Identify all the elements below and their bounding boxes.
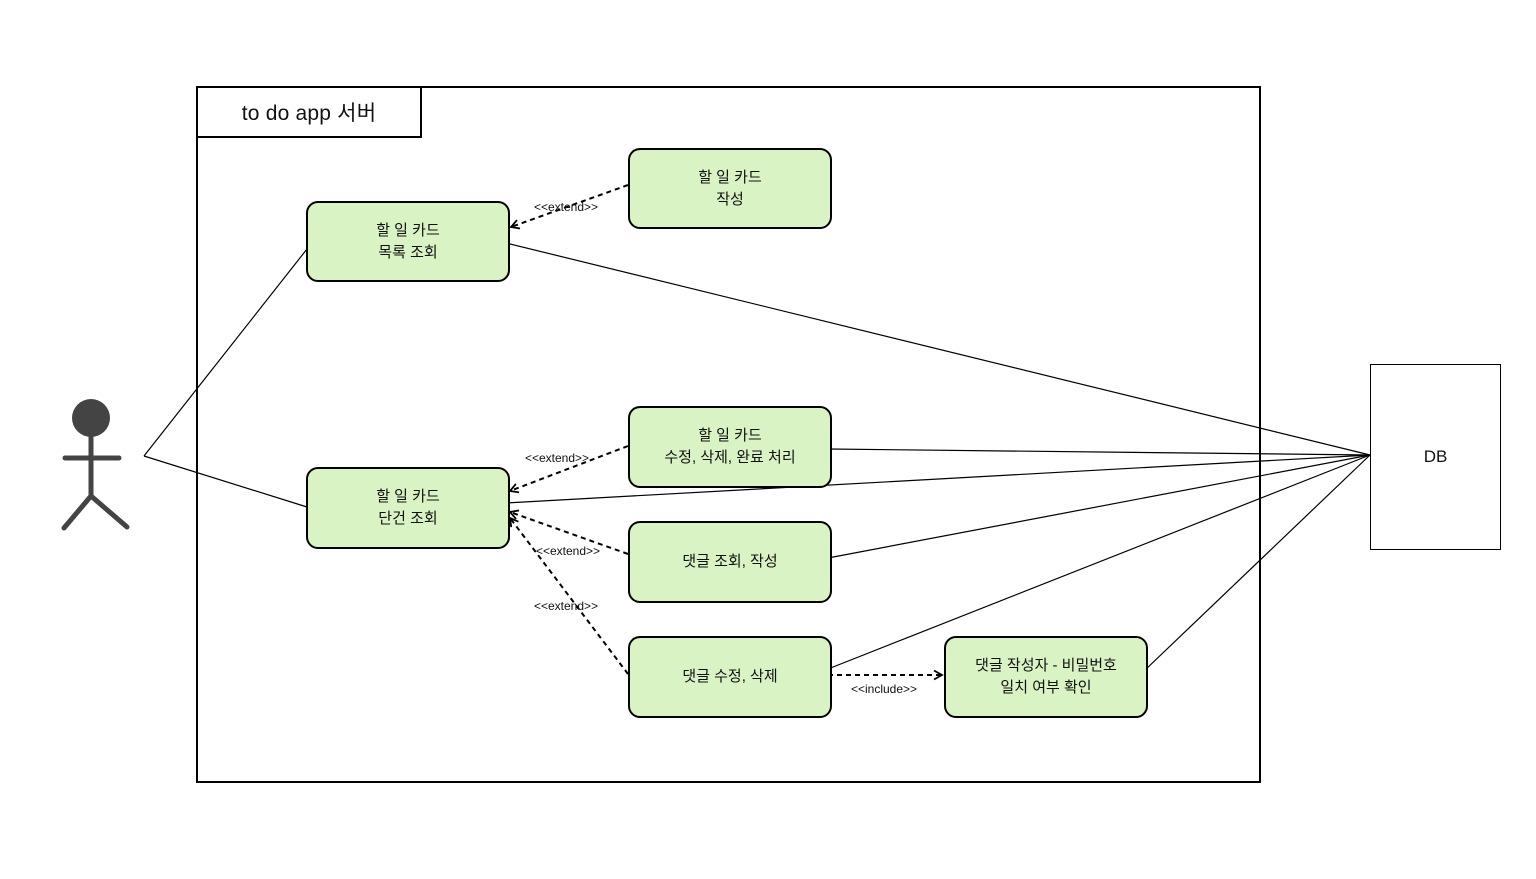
association-comment-read-db — [827, 454, 1371, 559]
system-title-box: to do app 서버 — [196, 86, 422, 138]
system-title: to do app 서버 — [241, 102, 377, 125]
usecase-card-edit-label: 할 일 카드 수정, 삭제, 완료 처리 — [664, 427, 796, 466]
extend-arrow-comment-read — [508, 509, 629, 555]
association-actor-card-single — [143, 455, 308, 508]
db-label: DB — [1423, 447, 1448, 466]
usecase-comment-read-create-label: 댓글 조회, 작성 — [682, 553, 778, 571]
association-card-single-db — [505, 454, 1371, 504]
extend-arrow-comment-edit — [508, 516, 629, 675]
usecase-card-single: 할 일 카드 단건 조회 — [306, 467, 510, 549]
association-card-edit-db — [827, 448, 1371, 456]
extend-arrow-card-edit — [508, 445, 629, 494]
usecase-comment-edit-delete-label: 댓글 수정, 삭제 — [682, 668, 778, 686]
usecase-card-list-label: 할 일 카드 목록 조회 — [376, 221, 440, 261]
usecase-card-list: 할 일 카드 목록 조회 — [306, 201, 510, 282]
extend-label-card-create: <<extend>> — [533, 200, 599, 214]
include-label-password: <<include>> — [850, 682, 918, 696]
extend-label-comment-read: <<extend>> — [535, 544, 601, 558]
usecase-comment-password-check: 댓글 작성자 - 비밀번호 일치 여부 확인 — [944, 636, 1148, 718]
usecase-card-single-label: 할 일 카드 단건 조회 — [376, 488, 440, 527]
db-entity: DB — [1370, 364, 1501, 550]
association-actor-card-list — [143, 248, 308, 457]
usecase-card-create-label: 할 일 카드 작성 — [698, 168, 762, 208]
extend-label-comment-edit: <<extend>> — [533, 599, 599, 613]
association-card-list-db — [505, 242, 1371, 456]
association-comment-password-db — [1143, 454, 1371, 672]
usecase-card-create: 할 일 카드 작성 — [628, 148, 832, 229]
association-comment-edit-db — [827, 454, 1371, 670]
usecase-comment-edit-delete: 댓글 수정, 삭제 — [628, 636, 832, 718]
extend-arrow-card-create — [509, 184, 629, 230]
extend-label-card-edit: <<extend>> — [524, 451, 590, 465]
usecase-comment-read-create: 댓글 조회, 작성 — [628, 521, 832, 603]
usecase-comment-password-check-label: 댓글 작성자 - 비밀번호 일치 여부 확인 — [975, 657, 1117, 696]
usecase-card-edit: 할 일 카드 수정, 삭제, 완료 처리 — [628, 406, 832, 488]
actor-icon — [61, 399, 130, 531]
system-boundary — [196, 86, 1261, 783]
